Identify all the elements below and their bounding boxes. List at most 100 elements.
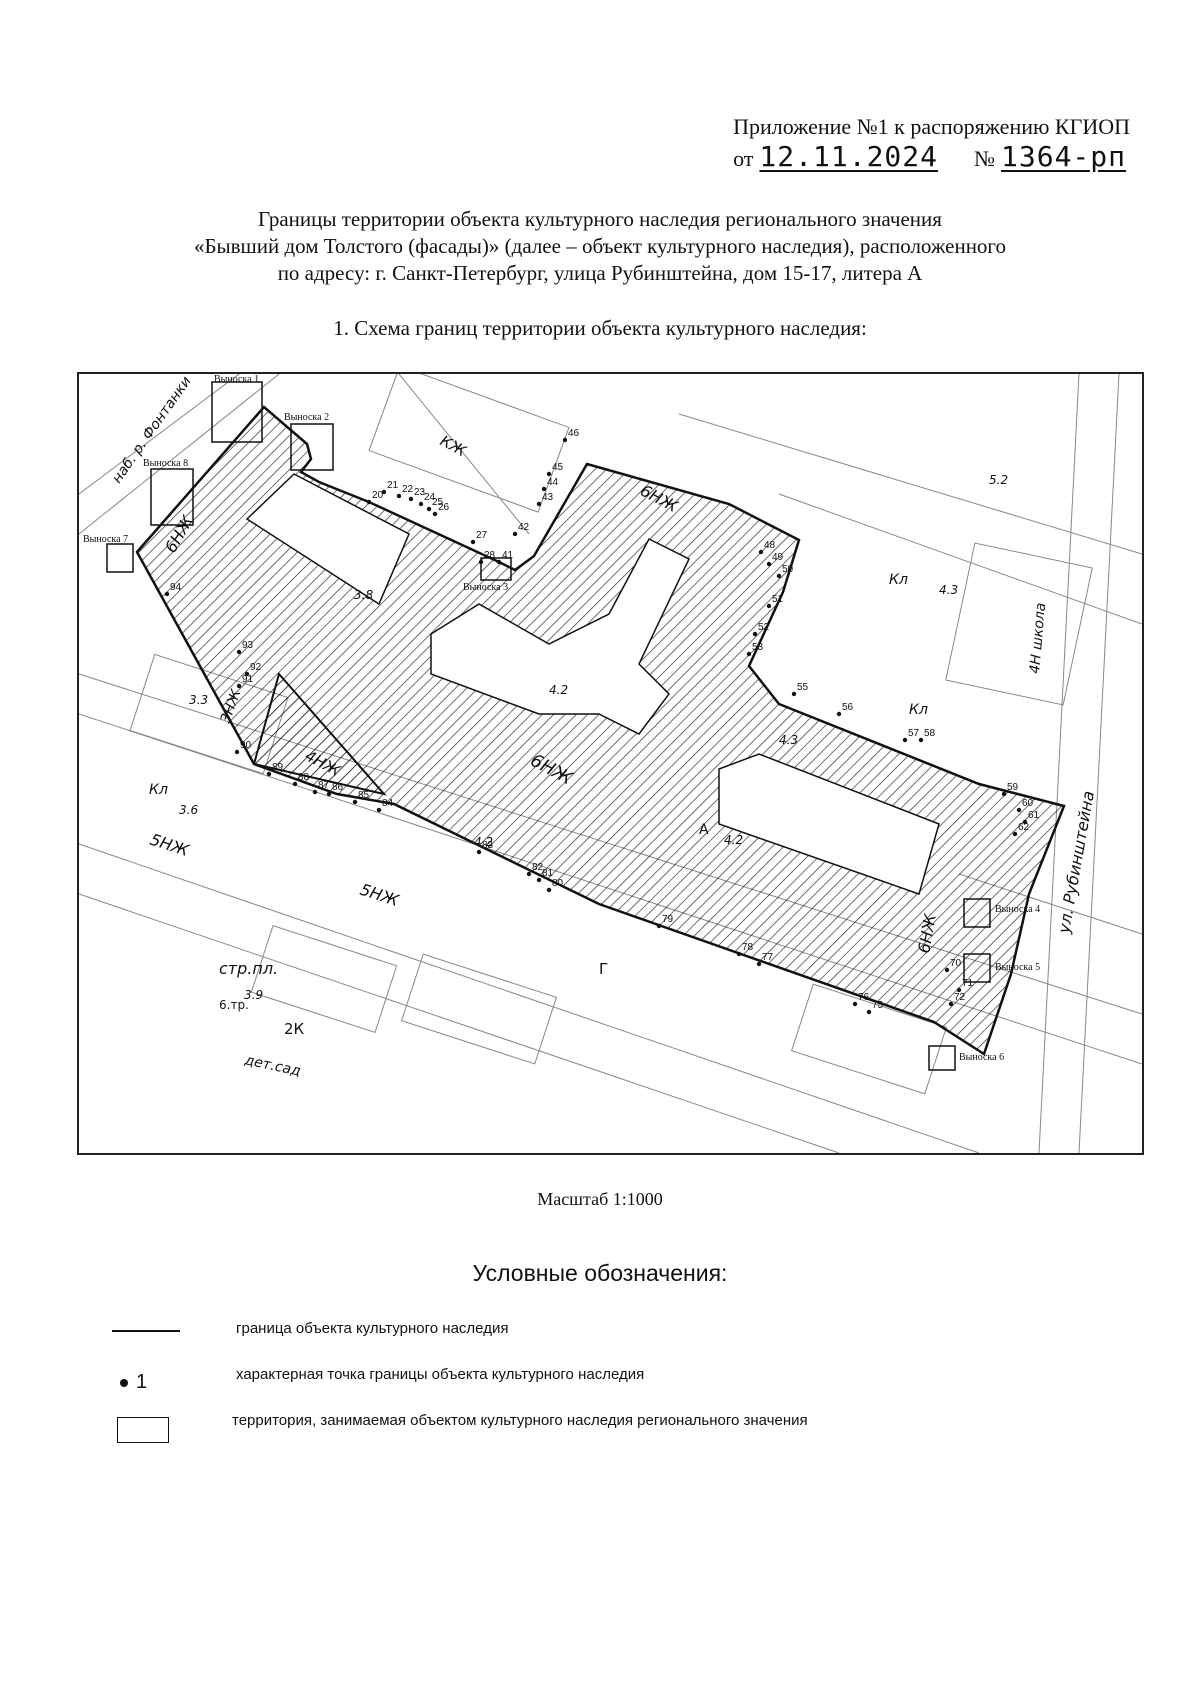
label-elev-4-3: 4.3 xyxy=(779,733,798,747)
label-g: Г xyxy=(599,960,608,978)
boundary-point-21 xyxy=(381,489,387,495)
boundary-point-80 xyxy=(546,887,552,893)
boundary-point-85 xyxy=(352,799,358,805)
boundary-point-61 xyxy=(1022,819,1028,825)
map-drawing: Выноска 1 Выноска 2 Выноска 3 Выноска 4 … xyxy=(79,374,1142,1153)
order-number: 1364-рп xyxy=(1001,140,1127,173)
label-elev-3-3: 3.3 xyxy=(189,693,208,707)
label-kl: Кл xyxy=(889,572,908,588)
callout-2-label: Выноска 2 xyxy=(284,412,329,423)
boundary-point-label-80: 80 xyxy=(552,878,564,889)
label-kl-2: Кл xyxy=(909,702,928,718)
boundary-point-label-93: 93 xyxy=(242,640,254,651)
boundary-point-51 xyxy=(766,603,772,609)
boundary-point-75 xyxy=(866,1009,872,1015)
label-a: А xyxy=(699,822,709,838)
boundary-point-label-44: 44 xyxy=(547,477,559,488)
boundary-point-79 xyxy=(656,923,662,929)
label-2k: 2К xyxy=(284,1020,305,1038)
boundary-point-label-25: 25 xyxy=(432,497,444,508)
boundary-point-label-20: 20 xyxy=(372,490,384,501)
label-5nzh-2: 5НЖ xyxy=(358,880,402,910)
label-elev-3-8: 3.8 xyxy=(354,588,373,602)
boundary-point-59 xyxy=(1001,791,1007,797)
boundary-point-label-82: 82 xyxy=(532,862,544,873)
boundary-point-label-71: 71 xyxy=(962,978,974,989)
boundary-point-26 xyxy=(432,511,438,517)
label-elev-4-2: 4.2 xyxy=(549,683,568,697)
boundary-point-60 xyxy=(1016,807,1022,813)
label-elev-3-6: 3.6 xyxy=(179,803,198,817)
label-elev-5-2: 5.2 xyxy=(989,473,1008,487)
boundary-point-label-51: 51 xyxy=(772,594,784,605)
boundary-point-93 xyxy=(236,649,242,655)
boundary-point-52 xyxy=(752,631,758,637)
boundary-point-label-87: 87 xyxy=(318,780,330,791)
appendix-date-line: от 12.11.2024 № 1364-рп xyxy=(733,142,1130,174)
boundary-point-label-55: 55 xyxy=(797,682,809,693)
boundary-point-81 xyxy=(536,877,542,883)
boundary-point-70 xyxy=(944,967,950,973)
boundary-point-24 xyxy=(418,501,424,507)
boundary-point-86 xyxy=(326,791,332,797)
label-6tr: 6.тр. xyxy=(219,998,249,1012)
legend-point-text: характерная точка границы объекта культу… xyxy=(236,1366,645,1383)
boundary-point-41 xyxy=(496,559,502,565)
boundary-point-label-46: 46 xyxy=(568,428,580,439)
boundary-point-71 xyxy=(956,987,962,993)
boundary-point-43 xyxy=(536,501,542,507)
boundary-point-label-61: 61 xyxy=(1028,810,1040,821)
order-date: 12.11.2024 xyxy=(759,140,938,173)
boundary-point-label-86: 86 xyxy=(332,782,344,793)
boundary-point-94 xyxy=(164,591,170,597)
label-elev-4-2b: 4.2 xyxy=(724,833,743,847)
number-label: № xyxy=(974,146,995,171)
callout-8-label: Выноска 8 xyxy=(143,458,188,469)
boundary-point-58 xyxy=(918,737,924,743)
label-kl-3: Кл xyxy=(149,782,168,798)
boundary-point-label-42: 42 xyxy=(518,522,530,533)
boundary-point-label-62: 62 xyxy=(1018,822,1030,833)
boundary-point-82 xyxy=(526,871,532,877)
boundary-point-76 xyxy=(852,1001,858,1007)
boundary-point-label-49: 49 xyxy=(772,552,784,563)
boundary-point-27 xyxy=(470,539,476,545)
legend-title: Условные обозначения: xyxy=(472,1260,728,1286)
boundary-point-label-72: 72 xyxy=(954,992,966,1003)
callout-3-label: Выноска 3 xyxy=(463,582,508,593)
boundary-point-label-21: 21 xyxy=(387,480,399,491)
boundary-point-label-28: 28 xyxy=(484,550,496,561)
boundary-point-46 xyxy=(562,437,568,443)
boundary-point-label-79: 79 xyxy=(662,914,674,925)
boundary-point-label-76: 76 xyxy=(858,992,870,1003)
label-4n-school: 4Н школа xyxy=(1027,602,1049,674)
boundary-point-label-48: 48 xyxy=(764,540,776,551)
boundary-point-62 xyxy=(1012,831,1018,837)
legend-point-sample: 1 xyxy=(136,1371,148,1393)
boundary-point-label-45: 45 xyxy=(552,462,564,473)
boundary-point-label-92: 92 xyxy=(250,662,262,673)
boundary-point-49 xyxy=(766,561,772,567)
callout-4-label: Выноска 4 xyxy=(995,904,1040,915)
boundary-point-label-60: 60 xyxy=(1022,798,1034,809)
boundary-point-label-50: 50 xyxy=(782,564,794,575)
boundary-point-87 xyxy=(312,789,318,795)
boundary-point-label-89: 89 xyxy=(272,762,284,773)
boundary-point-label-84: 84 xyxy=(382,798,394,809)
point-dot-icon xyxy=(120,1378,128,1387)
boundary-point-label-27: 27 xyxy=(476,530,488,541)
boundary-point-label-26: 26 xyxy=(438,502,450,513)
boundary-point-20 xyxy=(366,499,372,505)
callout-boxes xyxy=(106,381,991,1071)
boundary-point-44 xyxy=(541,486,547,492)
boundary-point-label-75: 75 xyxy=(872,1000,884,1011)
label-5nzh: 5НЖ xyxy=(148,830,192,860)
label-elev-3-9: 3.9 xyxy=(244,988,263,1002)
boundary-point-56 xyxy=(836,711,842,717)
boundary-point-92 xyxy=(244,671,250,677)
callout-5-label: Выноска 5 xyxy=(995,962,1040,973)
boundary-point-label-78: 78 xyxy=(742,942,754,953)
boundary-point-77 xyxy=(756,961,762,967)
boundary-point-label-90: 90 xyxy=(240,740,252,751)
